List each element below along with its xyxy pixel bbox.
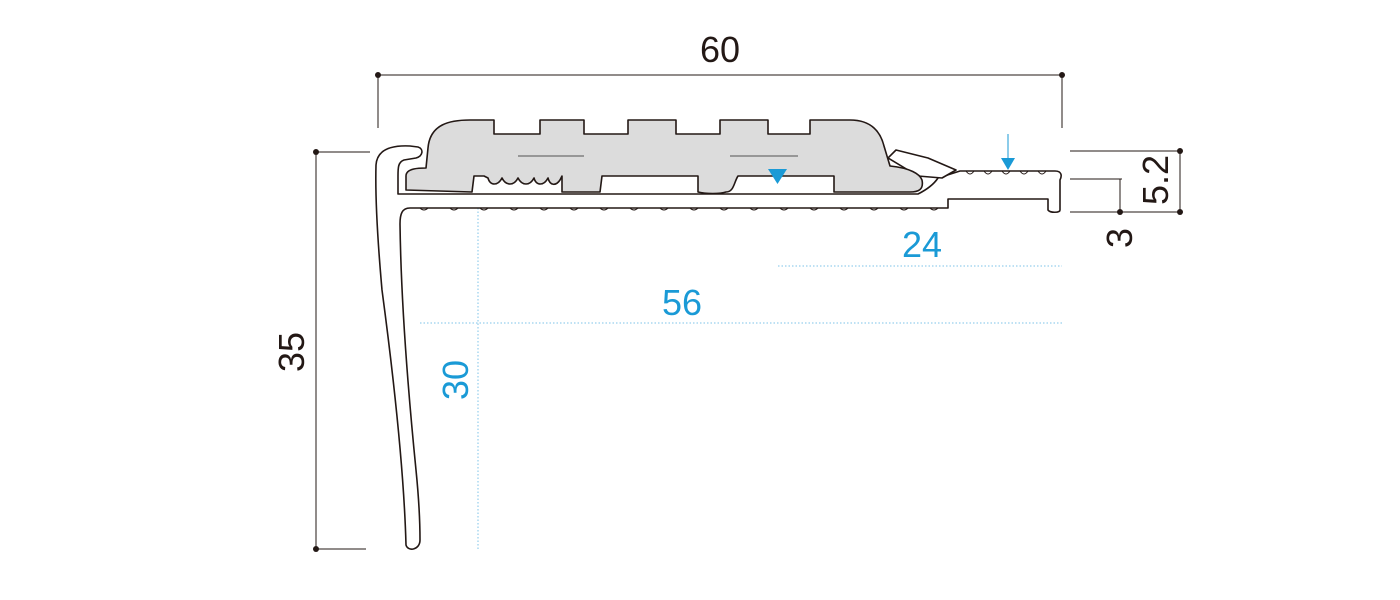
height-end-dot-bottom (313, 546, 319, 552)
dimension-overall-height: 35 (271, 149, 370, 552)
triangle-marker-icon (768, 169, 787, 184)
insert-width-label: 24 (902, 224, 942, 265)
dimension-blue-group: 24 56 30 (420, 208, 1062, 549)
tread-width-label: 56 (662, 282, 702, 323)
nose-height-label: 30 (435, 360, 476, 400)
arrow-down-icon (1001, 158, 1015, 170)
width-end-dot-right (1059, 72, 1065, 78)
overall-width-label: 60 (700, 29, 740, 70)
dimension-right-side: 5.2 3 (1070, 148, 1183, 248)
tread-depth-dot-top (1177, 148, 1183, 154)
profile-body (375, 145, 1062, 550)
lip-groove-line (965, 170, 1047, 175)
tread-depth-label: 5.2 (1135, 155, 1176, 205)
tread-depth-dot-bottom (1177, 209, 1183, 215)
anti-slip-insert (405, 119, 924, 195)
dimension-overall-width: 60 (375, 29, 1065, 128)
tread-grooves (419, 170, 1047, 211)
lip-thickness-dot-bottom (1117, 209, 1123, 215)
aluminium-profile (375, 145, 1062, 550)
blue-markers (768, 134, 1015, 184)
tread-groove-line (419, 207, 939, 211)
height-end-dot-top (313, 149, 319, 155)
overall-height-label: 35 (271, 332, 312, 372)
insert-body (405, 119, 924, 195)
lip-thickness-label: 3 (1099, 228, 1140, 248)
width-end-dot-left (375, 72, 381, 78)
